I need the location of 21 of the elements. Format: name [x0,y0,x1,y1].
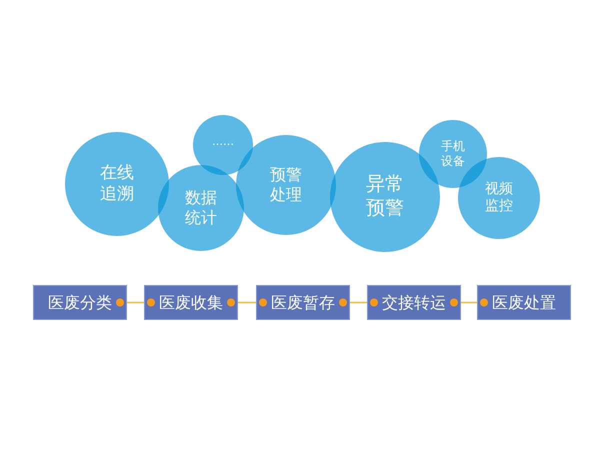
bubble-label: …… [212,135,234,150]
box-label: 医废收集 [159,292,223,312]
process-box [256,285,350,320]
connector [339,298,378,306]
process-box [367,285,461,320]
bubble-label: 视频监控 [484,180,514,216]
box-label: 交接转运 [382,292,446,312]
bubble-label: 预警处理 [269,165,303,205]
connector [116,298,155,306]
box-label: 医废暂存 [271,292,335,312]
bubble-label: 在线追溯 [99,162,135,206]
box-label: 医废分类 [48,292,112,312]
bubble-label: 数据统计 [184,188,218,228]
process-box [144,285,238,320]
bubble-label: 异常预警 [365,173,405,221]
process-box [477,285,571,320]
connector [227,298,267,306]
box-label: 医废处置 [492,292,556,312]
bubble-label: 手机设备 [440,139,466,169]
connector [450,298,488,306]
process-box [33,285,127,320]
